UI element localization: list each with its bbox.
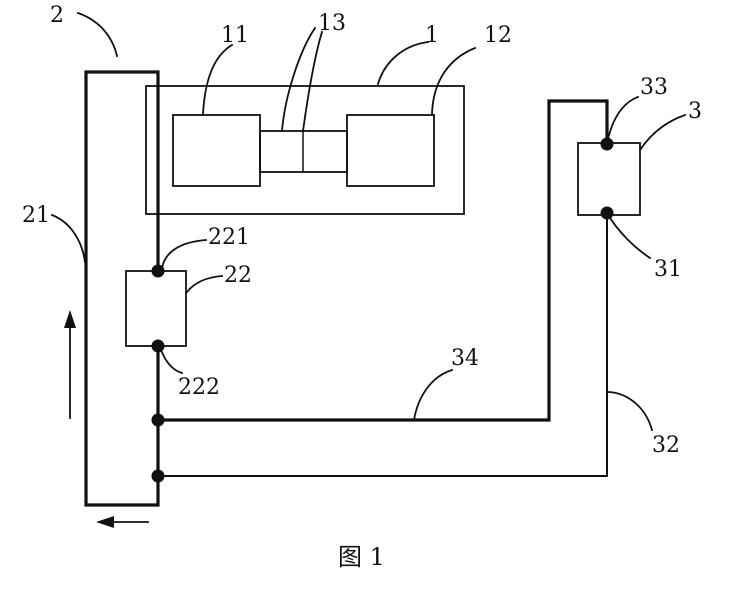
terminal-222-dot [152,340,165,353]
label-11: 11 [221,23,249,48]
label-32: 32 [652,433,680,458]
label-13: 13 [318,11,346,36]
label-21: 21 [22,203,50,228]
junction-34-dot [152,414,165,427]
flow-arrow-up-head [64,310,76,328]
label-34: 34 [451,346,479,371]
label-3: 3 [688,99,702,124]
leader-21 [52,215,85,262]
leader-221 [162,240,206,268]
leader-222 [160,347,182,373]
label-2: 2 [50,3,64,28]
leader-22 [187,276,222,292]
leader-33 [607,97,638,143]
label-31: 31 [654,257,682,282]
component-1-housing [146,86,464,214]
leader-13a [282,28,315,131]
terminal-33-dot [601,138,614,151]
flow-arrow-left-head [96,516,114,528]
leader-11 [203,45,232,114]
block-11 [173,115,260,186]
leader-2 [78,13,117,56]
leader-34 [414,370,452,420]
leader-12 [432,48,475,114]
leader-32 [607,392,652,430]
label-22: 22 [224,263,252,288]
wire-34 [158,101,607,420]
figure-caption: 图 1 [338,543,385,571]
wire-32 [158,213,607,476]
leader-3 [640,115,685,150]
block-12 [347,115,434,186]
leader-1 [378,42,428,84]
label-222: 222 [178,375,220,400]
component-22 [126,271,186,346]
component-3 [578,143,640,215]
label-12: 12 [484,23,512,48]
terminal-221-dot [152,265,165,278]
junction-32-dot [152,470,165,483]
pipe-21 [86,72,158,505]
leader-13b [303,32,322,131]
terminal-31-dot [601,207,614,220]
label-1: 1 [425,23,439,48]
label-221: 221 [208,225,250,250]
label-33: 33 [640,75,668,100]
leader-31 [607,213,650,258]
